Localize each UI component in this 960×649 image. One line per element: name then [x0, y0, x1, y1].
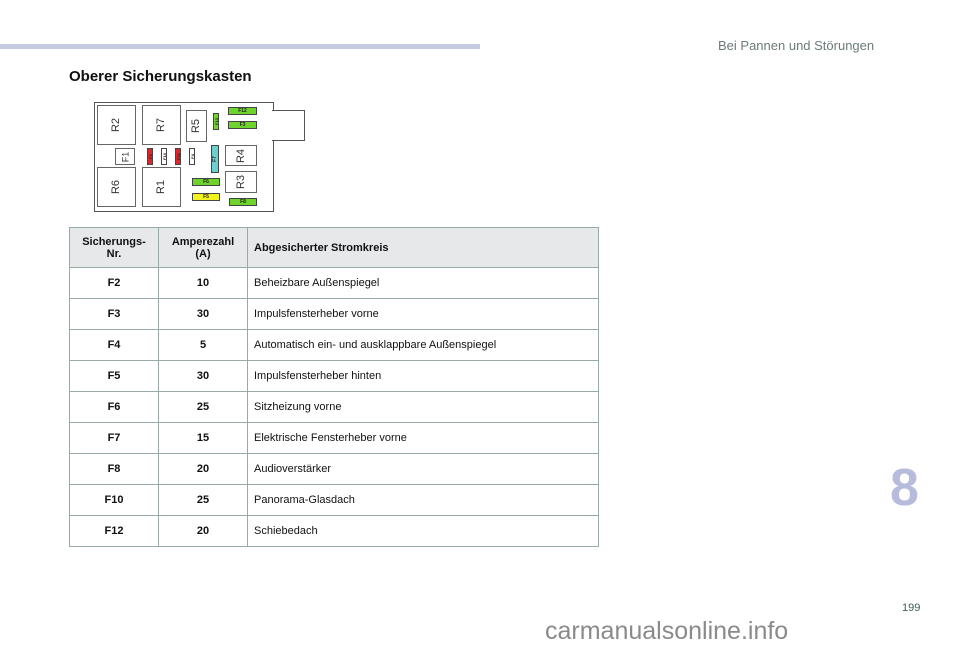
- cell-amperage: 30: [158, 298, 248, 330]
- chapter-heading: Bei Pannen und Störungen: [718, 38, 875, 53]
- fuse-f10: F10: [161, 148, 167, 165]
- watermark: carmanualsonline.info: [545, 617, 789, 645]
- cell-circuit: Schiebedach: [247, 515, 599, 547]
- relay-r2: R2: [97, 105, 136, 145]
- cell-amperage: 10: [158, 267, 248, 299]
- fuse-table: Sicherungs- Nr. Amperezahl (A) Abgesiche…: [69, 227, 599, 547]
- cell-amperage: 25: [158, 484, 248, 516]
- header-fuse-number: Sicherungs- Nr.: [69, 227, 159, 268]
- header-circuit: Abgesicherter Stromkreis: [247, 227, 599, 268]
- relay-r6: R6: [97, 167, 136, 207]
- fuse-f8: F8: [229, 198, 257, 206]
- cell-fuse-number: F2: [69, 267, 159, 299]
- cell-fuse-number: F7: [69, 422, 159, 454]
- chapter-color-bar: [0, 44, 480, 49]
- header-amperage: Amperezahl (A): [158, 227, 248, 268]
- page-title: Oberer Sicherungskasten: [69, 68, 252, 85]
- cell-amperage: 5: [158, 329, 248, 361]
- fuse-f12: F12: [228, 107, 257, 115]
- fuse-f4: F4: [189, 148, 195, 165]
- cell-circuit: Impulsfensterheber vorne: [247, 298, 599, 330]
- fuse-f2: F2: [147, 148, 153, 165]
- chapter-number: 8: [890, 459, 919, 517]
- fuse-f3: F3: [228, 121, 257, 129]
- relay-r7: R7: [142, 105, 181, 145]
- relay-r4: R4: [225, 145, 257, 166]
- cell-fuse-number: F12: [69, 515, 159, 547]
- fuse-f1: F1: [115, 148, 135, 165]
- cell-circuit: Sitzheizung vorne: [247, 391, 599, 423]
- cell-fuse-number: F10: [69, 484, 159, 516]
- fuse-f7: F7: [211, 145, 219, 173]
- cell-circuit: Automatisch ein- und ausklappbare Außens…: [247, 329, 599, 361]
- cell-fuse-number: F4: [69, 329, 159, 361]
- cell-circuit: Impulsfensterheber hinten: [247, 360, 599, 392]
- cell-circuit: Elektrische Fensterheber vorne: [247, 422, 599, 454]
- cell-circuit: Panorama-Glasdach: [247, 484, 599, 516]
- fuse-f6: F6: [192, 178, 220, 186]
- fuse-f11: F11: [175, 148, 181, 165]
- table-header-row: Sicherungs- Nr. Amperezahl (A) Abgesiche…: [69, 227, 599, 268]
- fuse-box-diagram: R2 R7 R5 R4 R6 R1 R3 F1 F12 F3 F13 F2 F1…: [0, 0, 320, 220]
- cell-circuit: Audioverstärker: [247, 453, 599, 485]
- cell-amperage: 25: [158, 391, 248, 423]
- fuse-box-tab: [272, 110, 305, 141]
- cell-fuse-number: F3: [69, 298, 159, 330]
- relay-r3: R3: [225, 171, 257, 193]
- cell-amperage: 30: [158, 360, 248, 392]
- fuse-f13: F13: [213, 113, 219, 130]
- cell-fuse-number: F5: [69, 360, 159, 392]
- relay-r1: R1: [142, 167, 181, 207]
- cell-fuse-number: F8: [69, 453, 159, 485]
- cell-amperage: 20: [158, 515, 248, 547]
- page-number: 199: [902, 602, 921, 614]
- cell-fuse-number: F6: [69, 391, 159, 423]
- cell-circuit: Beheizbare Außenspiegel: [247, 267, 599, 299]
- cell-amperage: 20: [158, 453, 248, 485]
- cell-amperage: 15: [158, 422, 248, 454]
- fuse-f5: F5: [192, 193, 220, 201]
- relay-r5: R5: [186, 110, 207, 142]
